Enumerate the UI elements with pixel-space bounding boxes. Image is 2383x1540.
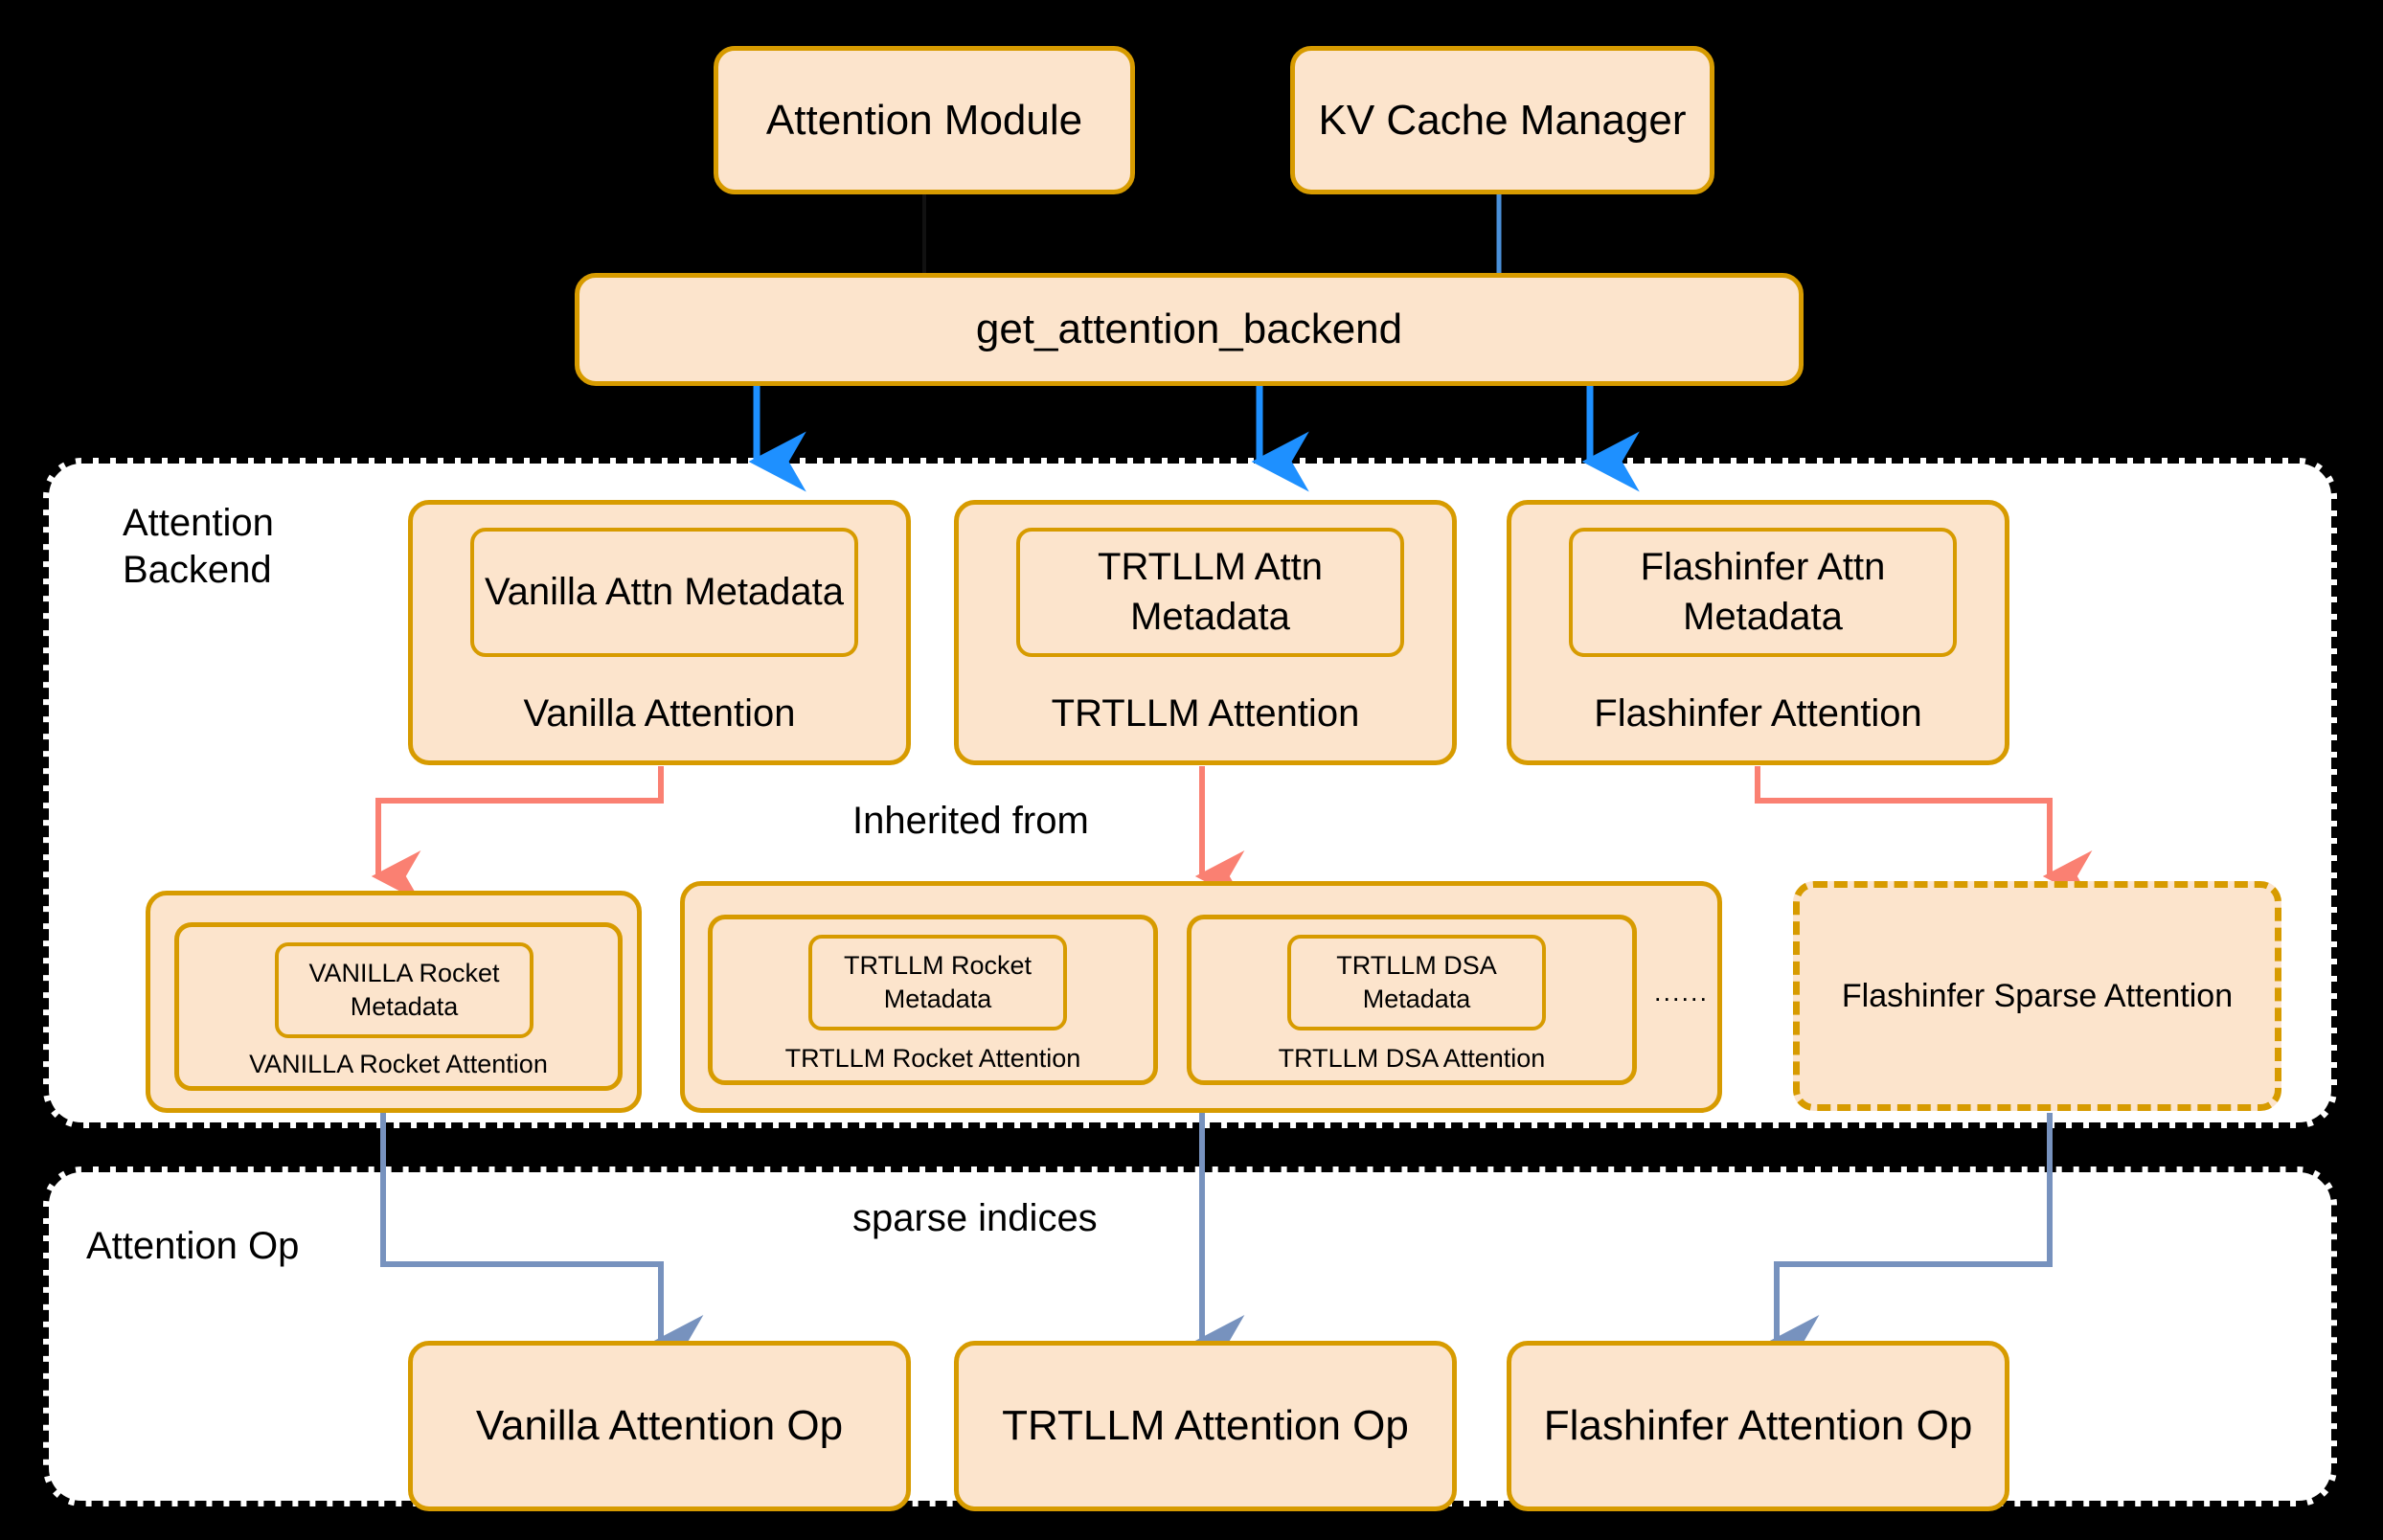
trtllm-attn-metadata-label: TRTLLM Attn Metadata	[1098, 546, 1323, 638]
trtllm-dsa-metadata-chip[interactable]: TRTLLM DSA Metadata	[1287, 935, 1546, 1030]
trtllm-attention-op-box[interactable]: TRTLLM Attention Op	[954, 1341, 1457, 1511]
inherited-from-label: Inherited from	[852, 800, 1089, 842]
more-backends-ellipsis: ......	[1654, 978, 1710, 1007]
vanilla-attention-backend-card[interactable]: Vanilla Attn Metadata Vanilla Attention	[408, 500, 911, 765]
trtllm-dsa-metadata-label: TRTLLM DSA Metadata	[1336, 951, 1497, 1013]
trtllm-attn-metadata-chip[interactable]: TRTLLM Attn Metadata	[1016, 528, 1404, 657]
attention-module-label: Attention Module	[765, 96, 1083, 144]
kv-cache-manager-label: KV Cache Manager	[1318, 96, 1687, 144]
trtllm-attention-backend-card[interactable]: TRTLLM Attn Metadata TRTLLM Attention	[954, 500, 1457, 765]
sparse-indices-label: sparse indices	[852, 1197, 1098, 1239]
trtllm-rocket-metadata-chip[interactable]: TRTLLM Rocket Metadata	[808, 935, 1067, 1030]
flashinfer-attention-op-box[interactable]: Flashinfer Attention Op	[1507, 1341, 2009, 1511]
flashinfer-attn-metadata-label: Flashinfer Attn Metadata	[1640, 546, 1886, 638]
vanilla-rocket-attention-caption: VANILLA Rocket Attention	[249, 1050, 548, 1078]
flashinfer-attention-backend-card[interactable]: Flashinfer Attn Metadata Flashinfer Atte…	[1507, 500, 2009, 765]
vanilla-attention-caption: Vanilla Attention	[523, 692, 796, 735]
vanilla-rocket-attention-card[interactable]: VANILLA Rocket Metadata VANILLA Rocket A…	[174, 922, 623, 1091]
trtllm-rocket-attention-card[interactable]: TRTLLM Rocket Metadata TRTLLM Rocket Att…	[708, 915, 1158, 1085]
vanilla-attention-op-box[interactable]: Vanilla Attention Op	[408, 1341, 911, 1511]
flashinfer-sparse-attention-box[interactable]: Flashinfer Sparse Attention	[1793, 881, 2281, 1111]
trtllm-rocket-attention-caption: TRTLLM Rocket Attention	[784, 1044, 1081, 1073]
vanilla-sparse-group: VANILLA Rocket Metadata VANILLA Rocket A…	[146, 891, 642, 1113]
get-attention-backend-label: get_attention_backend	[975, 306, 1403, 352]
trtllm-dsa-attention-caption: TRTLLM DSA Attention	[1278, 1044, 1546, 1073]
attention-op-region-label: Attention Op	[86, 1225, 300, 1267]
attention-module-box[interactable]: Attention Module	[714, 46, 1135, 194]
get-attention-backend-box[interactable]: get_attention_backend	[575, 273, 1804, 386]
flashinfer-attention-caption: Flashinfer Attention	[1594, 692, 1922, 735]
vanilla-rocket-metadata-chip[interactable]: VANILLA Rocket Metadata	[275, 942, 533, 1038]
vanilla-attn-metadata-label: Vanilla Attn Metadata	[484, 570, 845, 613]
trtllm-rocket-metadata-label: TRTLLM Rocket Metadata	[843, 951, 1033, 1013]
vanilla-rocket-metadata-label: VANILLA Rocket Metadata	[308, 959, 500, 1021]
trtllm-dsa-attention-card[interactable]: TRTLLM DSA Metadata TRTLLM DSA Attention	[1187, 915, 1637, 1085]
kv-cache-manager-box[interactable]: KV Cache Manager	[1290, 46, 1714, 194]
attention-backend-region-label: Attention Backend	[123, 502, 274, 591]
vanilla-attention-op-label: Vanilla Attention Op	[475, 1402, 844, 1449]
trtllm-attention-op-label: TRTLLM Attention Op	[1002, 1402, 1409, 1449]
trtllm-attention-caption: TRTLLM Attention	[1051, 692, 1360, 735]
vanilla-attn-metadata-chip[interactable]: Vanilla Attn Metadata	[470, 528, 858, 657]
trtllm-sparse-group: TRTLLM Rocket Metadata TRTLLM Rocket Att…	[680, 881, 1722, 1113]
flashinfer-sparse-attention-label: Flashinfer Sparse Attention	[1841, 977, 2234, 1014]
flashinfer-attn-metadata-chip[interactable]: Flashinfer Attn Metadata	[1569, 528, 1957, 657]
flashinfer-attention-op-label: Flashinfer Attention Op	[1543, 1402, 1973, 1449]
